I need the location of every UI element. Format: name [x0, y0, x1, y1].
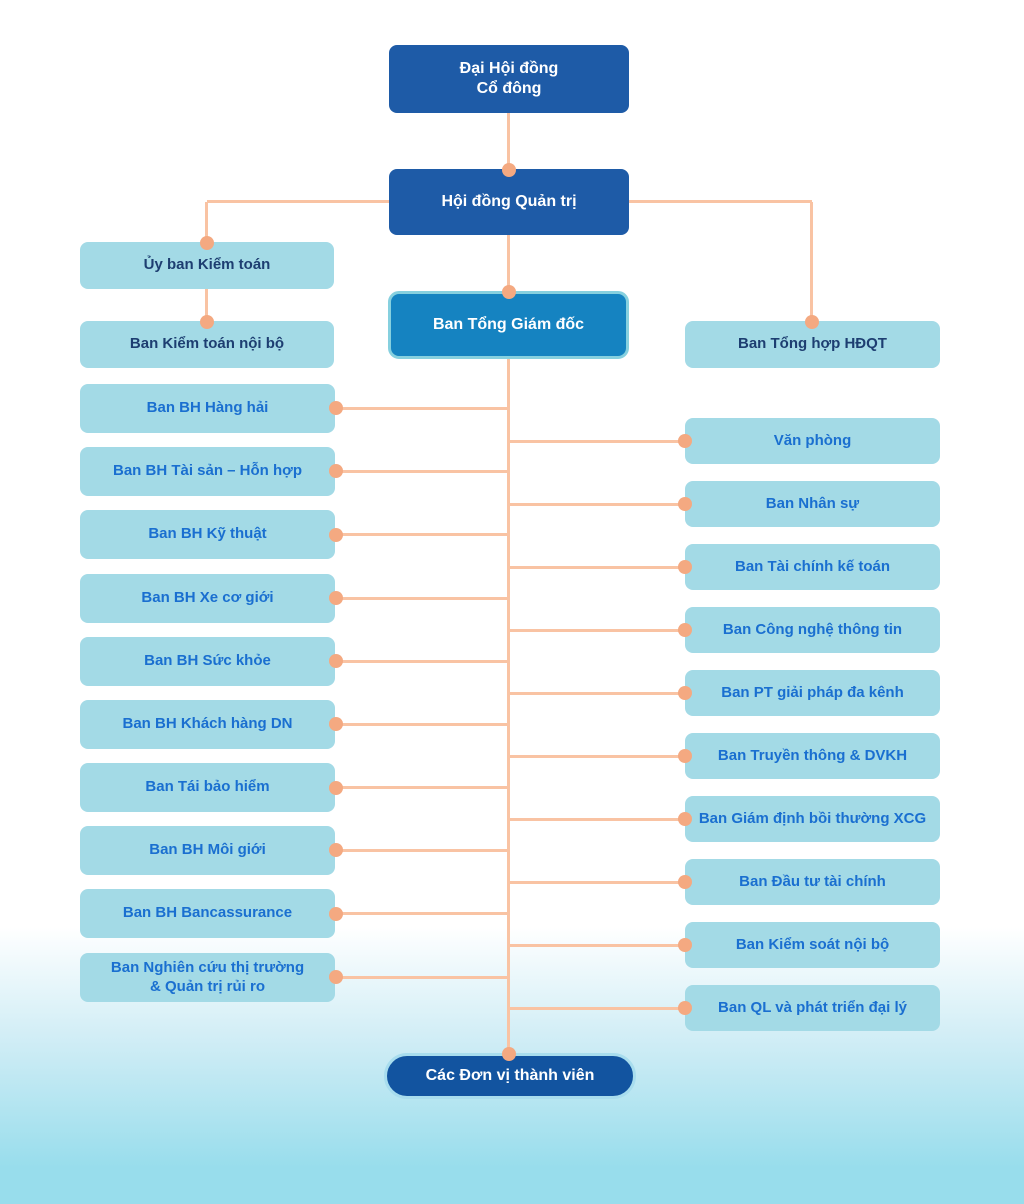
connector-ubkt-bktnb	[205, 289, 208, 322]
node-hoi-dong-quan-tri: Hội đồng Quản trị	[389, 169, 629, 235]
node-ban-bh-khach-hang-dn: Ban BH Khách hàng DN	[80, 700, 335, 749]
connector-left-1	[336, 470, 509, 473]
connector-dhdc-hdqt	[507, 113, 510, 170]
node-ban-bh-ky-thuat: Ban BH Kỹ thuật	[80, 510, 335, 559]
connector-right-7	[509, 881, 685, 884]
connector-dot	[329, 401, 343, 415]
node-ban-bh-bancassurance: Ban BH Bancassurance	[80, 889, 335, 938]
connector-left-6	[336, 786, 509, 789]
node-ban-kiem-toan-noi-bo: Ban Kiểm toán nội bộ	[80, 321, 334, 368]
connector-dot	[329, 591, 343, 605]
connector-right-4	[509, 692, 685, 695]
connector-dot	[329, 464, 343, 478]
node-ban-bh-tai-san-hon-hop: Ban BH Tài sản – Hỗn hợp	[80, 447, 335, 496]
connector-dot	[329, 970, 343, 984]
node-ban-truyen-thong-dvkh: Ban Truyền thông & DVKH	[685, 733, 940, 779]
connector-dot	[678, 938, 692, 952]
connector-left-9	[336, 976, 509, 979]
node-ban-tai-bao-hiem: Ban Tái bảo hiểm	[80, 763, 335, 812]
connector-dot	[678, 875, 692, 889]
connector-hdqt-btgd	[507, 235, 510, 292]
node-ban-bh-moi-gioi: Ban BH Môi giới	[80, 826, 335, 875]
connector-dot	[329, 528, 343, 542]
connector-spine	[507, 358, 510, 1054]
connector-right-3	[509, 629, 685, 632]
connector-right-9	[509, 1007, 685, 1010]
connector-hdqt-ubkt	[205, 202, 208, 243]
node-dai-hoi-dong-co-dong: Đại Hội đồng Cổ đông	[389, 45, 629, 113]
connector-left-5	[336, 723, 509, 726]
node-ban-tai-chinh-ke-toan: Ban Tài chính kế toán	[685, 544, 940, 590]
connector-left-4	[336, 660, 509, 663]
connector-left-8	[336, 912, 509, 915]
node-ban-kiem-soat-noi-bo: Ban Kiểm soát nội bộ	[685, 922, 940, 968]
connector-dot	[329, 907, 343, 921]
node-ban-nghien-cuu-thi-truong: Ban Nghiên cứu thị trường & Quản trị rủi…	[80, 953, 335, 1002]
connector-dot	[502, 285, 516, 299]
connector-hdqt-left-arm	[207, 200, 389, 203]
node-ban-nhan-su: Ban Nhân sự	[685, 481, 940, 527]
connector-dot	[678, 749, 692, 763]
connector-dot	[200, 315, 214, 329]
connector-left-2	[336, 533, 509, 536]
connector-hdqt-right-arm	[629, 200, 812, 203]
connector-dot	[329, 843, 343, 857]
connector-dot	[502, 1047, 516, 1061]
node-van-phong: Văn phòng	[685, 418, 940, 464]
connector-dot	[678, 497, 692, 511]
connector-dot	[329, 717, 343, 731]
node-ban-giam-dinh-boi-thuong-xcg: Ban Giám định bồi thường XCG	[685, 796, 940, 842]
node-ban-bh-hang-hai: Ban BH Hàng hải	[80, 384, 335, 433]
connector-right-8	[509, 944, 685, 947]
connector-left-3	[336, 597, 509, 600]
node-ban-pt-giai-phap-da-kenh: Ban PT giải pháp đa kênh	[685, 670, 940, 716]
connector-dot	[678, 812, 692, 826]
connector-hdqt-bth	[810, 202, 813, 322]
node-ban-bh-suc-khoe: Ban BH Sức khỏe	[80, 637, 335, 686]
connector-dot	[805, 315, 819, 329]
connector-right-2	[509, 566, 685, 569]
node-ban-tong-giam-doc: Ban Tổng Giám đốc	[388, 291, 629, 359]
connector-dot	[678, 686, 692, 700]
connector-right-1	[509, 503, 685, 506]
connector-dot	[502, 163, 516, 177]
node-ban-bh-xe-co-gioi: Ban BH Xe cơ giới	[80, 574, 335, 623]
connector-dot	[678, 560, 692, 574]
connector-dot	[329, 781, 343, 795]
connector-dot	[200, 236, 214, 250]
connector-dot	[329, 654, 343, 668]
connector-left-0	[336, 407, 509, 410]
node-ban-cong-nghe-thong-tin: Ban Công nghệ thông tin	[685, 607, 940, 653]
connector-dot	[678, 434, 692, 448]
connector-right-5	[509, 755, 685, 758]
connector-dot	[678, 1001, 692, 1015]
node-ban-ql-phat-trien-dai-ly: Ban QL và phát triển đại lý	[685, 985, 940, 1031]
node-ban-dau-tu-tai-chinh: Ban Đầu tư tài chính	[685, 859, 940, 905]
connector-dot	[678, 623, 692, 637]
connector-right-6	[509, 818, 685, 821]
connector-right-0	[509, 440, 685, 443]
connector-left-7	[336, 849, 509, 852]
